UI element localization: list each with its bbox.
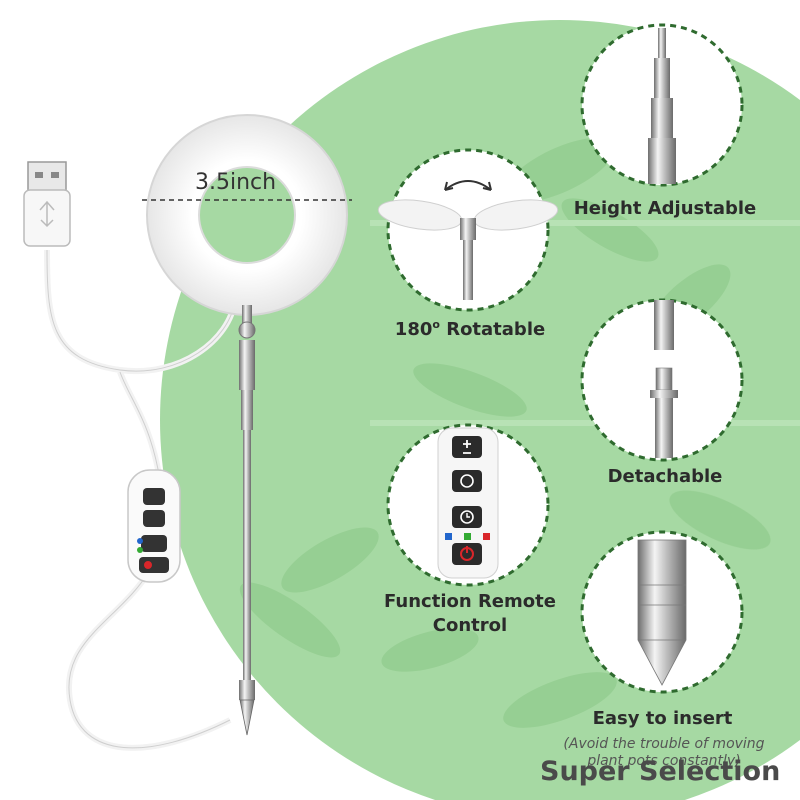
ring-size-label: 3.5inch [195, 170, 277, 195]
rotate-text: Rotatable [439, 319, 546, 340]
rotate-arrow-icon [444, 180, 492, 191]
ring-light [142, 114, 352, 316]
detail-circle-insert [580, 530, 744, 694]
feature-insert-label: Easy to insert [592, 708, 733, 729]
feature-remote-line1: Function Remote [384, 591, 556, 612]
degree-mark: o [432, 318, 440, 331]
detail-circle-detach [580, 298, 744, 462]
insert-note-line1: (Avoid the trouble of moving [563, 736, 765, 752]
power-icon [452, 543, 482, 565]
detail-circle-height [580, 23, 744, 187]
feature-remote-label: Function Remote Control [375, 590, 565, 638]
detail-circle-rotate [377, 148, 559, 312]
feature-rotate-label: 180o Rotatable [385, 318, 555, 340]
timer-icon [452, 506, 482, 528]
cycle-icon [452, 470, 482, 492]
insert-note-line2: plant pots constantly) [587, 753, 741, 769]
usb-cable [44, 249, 238, 751]
feature-height-label: Height Adjustable [573, 198, 757, 219]
feature-remote-line2: Control [432, 615, 508, 636]
telescopic-pole [238, 305, 256, 736]
feature-insert-note: (Avoid the trouble of moving plant pots … [548, 736, 780, 770]
usb-plug-icon [23, 161, 71, 247]
feature-detach-label: Detachable [607, 466, 723, 487]
plus-minus-icon [452, 436, 482, 458]
detail-circle-remote [386, 423, 550, 587]
rotate-number: 180 [394, 319, 433, 340]
watermark: Super Selection [540, 756, 781, 787]
inline-remote [127, 469, 181, 583]
